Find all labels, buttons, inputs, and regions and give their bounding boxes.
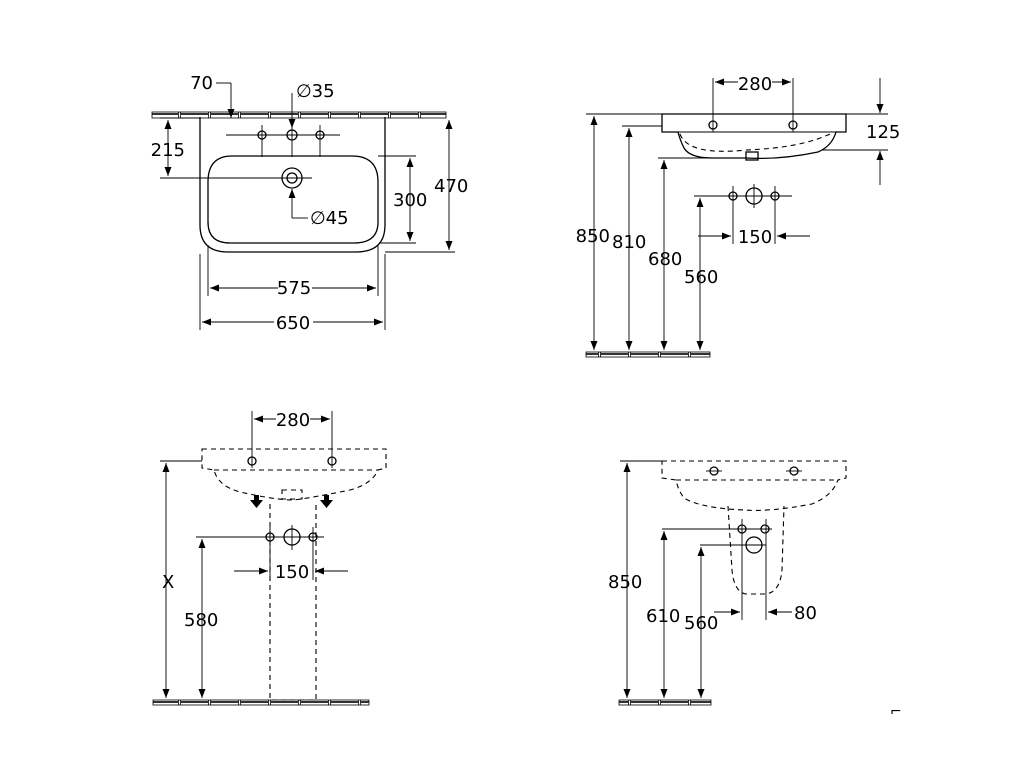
arrow-down-icon (250, 495, 263, 508)
dim-dia-35: ∅35 (296, 81, 335, 102)
valve-icon (760, 524, 770, 534)
dim-width-575: 575 (277, 278, 311, 299)
dim-thickness-125: 125 (866, 122, 900, 143)
dim-spacing-150: 150 (275, 562, 309, 583)
basin-profile-dashed (201, 448, 387, 501)
dim-offset-80: 80 (794, 603, 817, 624)
dim-height-x: X (162, 572, 174, 593)
dim-height-850: 850 (608, 572, 642, 593)
side-view: 280 125 150 850 810 680 560 (576, 74, 900, 358)
dim-height-850: 850 (576, 226, 610, 247)
dim-dia-45: ∅45 (310, 208, 349, 229)
tap-hole-icon (257, 125, 267, 157)
pedestal-view: 280 150 X 580 (152, 410, 387, 706)
floor-strip (618, 699, 712, 706)
tap-hole-icon (286, 125, 298, 157)
dim-height-215: 215 (151, 140, 185, 161)
plan-view: 70 ∅35 215 ∅45 300 470 575 650 (151, 73, 469, 334)
dim-height-680: 680 (648, 249, 682, 270)
basin-profile-dashed (661, 460, 847, 511)
semi-pedestal-outline (727, 505, 785, 595)
dim-height-560: 560 (684, 267, 718, 288)
tap-hole-icon (315, 125, 325, 157)
basin-outline (199, 117, 386, 253)
dim-depth-300: 300 (393, 190, 427, 211)
corner-mark: ⌐ (890, 704, 902, 720)
drain-icon (160, 167, 312, 189)
dim-height-560: 560 (684, 613, 718, 634)
semi-pedestal-view: 80 850 610 560 (608, 460, 847, 706)
dim-width-650: 650 (276, 313, 310, 334)
dim-depth-470: 470 (434, 176, 468, 197)
dim-spacing-280: 280 (276, 410, 310, 431)
wall-strip (151, 111, 447, 119)
arrow-down-icon (320, 495, 333, 508)
dim-spacing-280: 280 (738, 74, 772, 95)
dim-height-580: 580 (184, 610, 218, 631)
floor-strip (585, 351, 711, 358)
dim-spacing-150: 150 (738, 227, 772, 248)
dim-offset-70: 70 (190, 73, 213, 94)
floor-strip (152, 699, 370, 706)
pedestal-outline (269, 504, 317, 701)
bowl-outline (207, 155, 379, 244)
dim-height-810: 810 (612, 232, 646, 253)
dim-height-610: 610 (646, 606, 680, 627)
